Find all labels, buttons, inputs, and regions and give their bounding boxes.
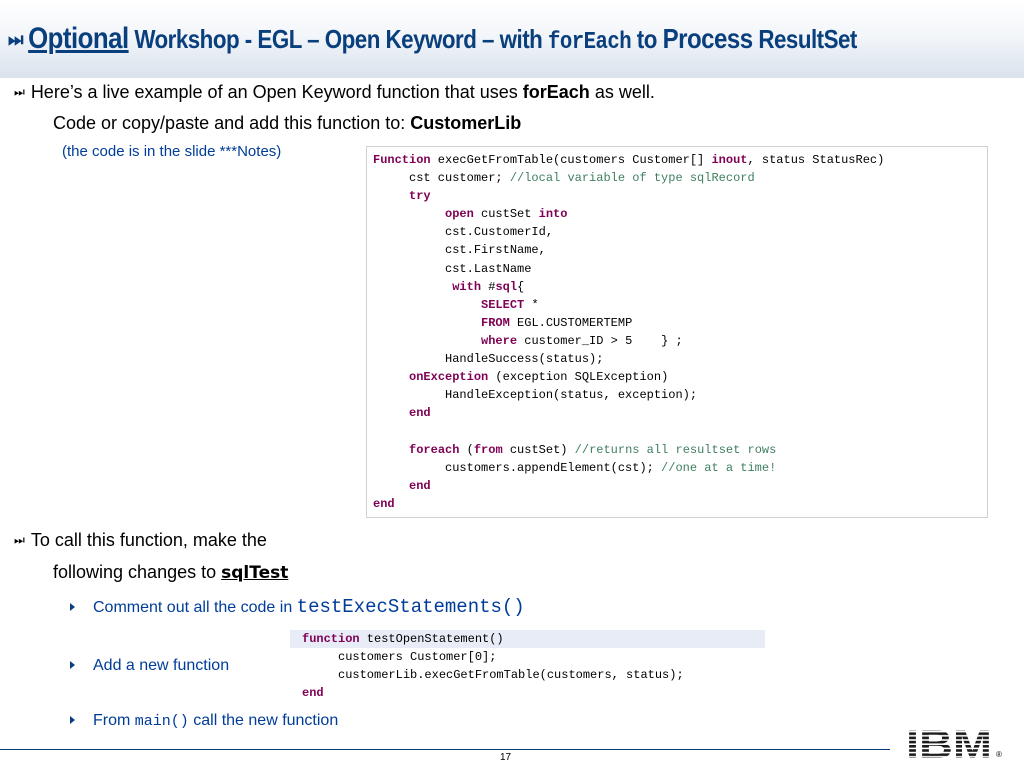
footer-rule [0,749,890,750]
title-part3: ResultSet [758,24,857,54]
subbullet-add-function: Add a new function [70,657,229,675]
skip-forward-icon: ⏭ [8,29,23,51]
code-lines: Function execGetFromTable(customers Cust… [373,153,885,511]
title-part2: to [636,24,658,54]
skip-forward-icon: ⏭ [14,85,25,99]
para1-line2: Code or copy/paste and add this function… [53,113,522,133]
title-process: Process [662,23,754,54]
code-highlight-line [290,630,765,648]
code-block-execGetFromTable: Function execGetFromTable(customers Cust… [366,146,988,518]
subbullet-call-from-main: From main() call the new function [70,712,338,730]
skip-forward-icon: ⏭ [14,533,25,547]
page-number: 17 [500,752,512,763]
registered-mark: ® [996,750,1002,759]
triangle-bullet-icon [70,661,75,669]
title-part1: Workshop - EGL – Open Keyword – with [134,24,543,54]
para1-line1: ⏭Here’s a live example of an Open Keywor… [14,82,655,102]
triangle-bullet-icon [70,603,75,611]
subbullet-comment-out: Comment out all the code in testExecStat… [70,596,525,618]
ibm-logo: IBM ® [906,723,1002,767]
triangle-bullet-icon [70,716,75,724]
sqltest-label: sqlTest [221,563,289,583]
para2-line2: following changes to sqlTest [53,562,289,583]
title-optional: Optional [28,22,129,55]
ibm-logo-graphic: IBM [906,723,992,767]
para2-line1: ⏭To call this function, make the [14,530,267,550]
slide-title: ⏭Optional Workshop - EGL – Open Keyword … [8,22,857,56]
title-band [0,0,1024,78]
notes-hint: (the code is in the slide ***Notes) [62,143,282,160]
code-block-testOpenStatement: function testOpenStatement() customers C… [302,632,684,701]
title-code: forEach [548,29,632,56]
svg-text:IBM: IBM [906,724,992,762]
